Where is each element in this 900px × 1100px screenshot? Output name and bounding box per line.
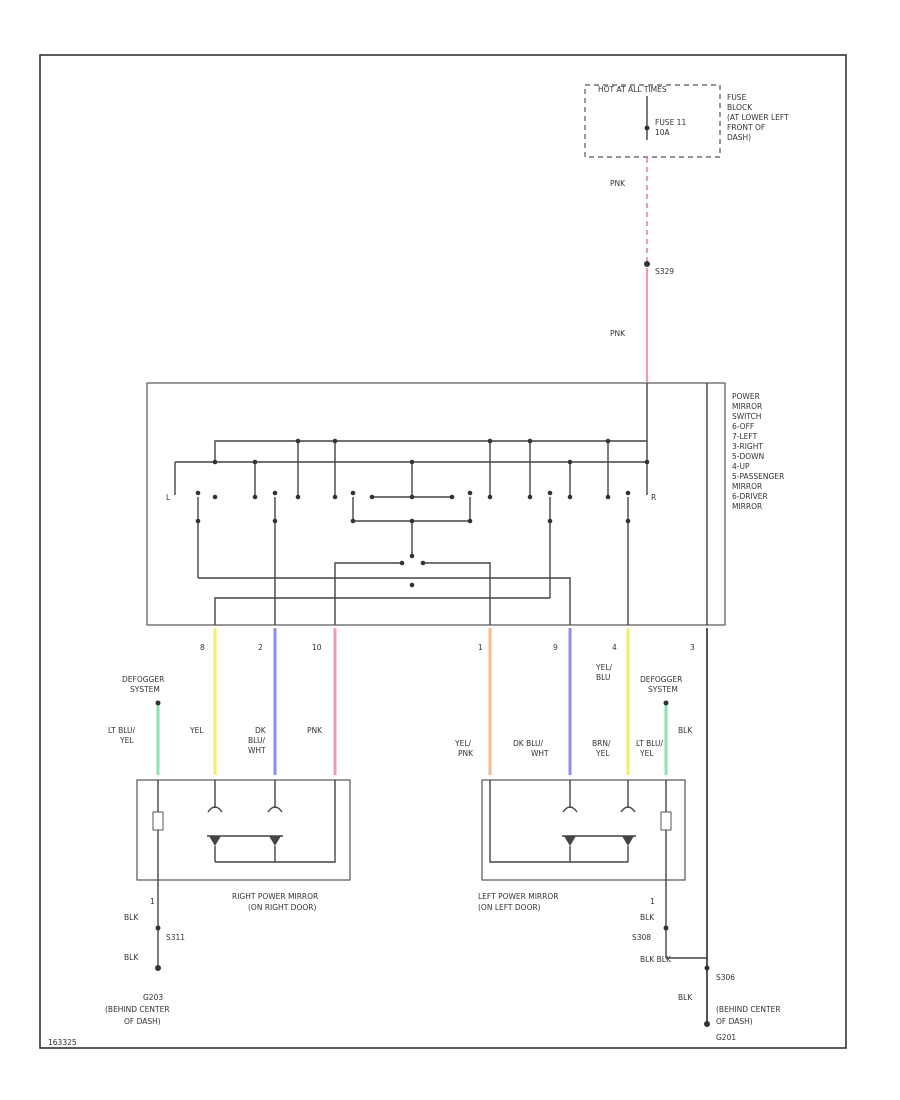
right-mirror-pin: 1	[150, 897, 155, 906]
left-brn-label-1: BRN/	[592, 739, 611, 748]
ground-g201-label: G201	[716, 1033, 736, 1042]
switch-right-letter: R	[651, 493, 656, 502]
left-blk-label: BLK	[678, 726, 693, 735]
left-defogger-dot	[663, 700, 669, 706]
right-mirror-name: RIGHT POWER MIRROR	[232, 892, 318, 901]
right-dkblu-label-3: WHT	[248, 746, 266, 755]
fuse-block-label-3: (AT LOWER LEFT	[727, 113, 789, 122]
switch-label-line: 6-DRIVER	[732, 492, 768, 501]
left-mirror-internals	[489, 780, 672, 880]
right-dkblu-label-2: BLU/	[248, 736, 265, 745]
left-yelpnk-label-2: PNK	[458, 749, 474, 758]
splice-s306-dot	[704, 965, 710, 971]
left-ltblu-label-1: LT BLU/	[636, 739, 664, 748]
splice-s311-label: S311	[166, 933, 185, 942]
left-blk-label-3: BLK	[678, 993, 693, 1002]
splice-s329-dot	[644, 261, 650, 267]
switch-label-line: 7-LEFT	[732, 432, 758, 441]
switch-label-line: 3-RIGHT	[732, 442, 763, 451]
fuse-block-label-1: FUSE	[727, 93, 747, 102]
switch-label-line: 4-UP	[732, 462, 750, 471]
right-dkblu-label-1: DK	[255, 726, 267, 735]
right-pnk-label: PNK	[307, 726, 323, 735]
ground-g203-location-1: (BEHIND CENTER	[105, 1005, 170, 1014]
left-defogger-label-1: DEFOGGER	[640, 675, 682, 684]
ground-g203-location-2: OF DASH)	[124, 1017, 161, 1026]
right-mirror-box	[136, 779, 351, 881]
ground-g203-dot	[155, 965, 161, 971]
switch-internal-wiring	[174, 383, 708, 625]
switch-label-line: MIRROR	[732, 502, 762, 511]
left-blk-label-1: BLK	[640, 913, 655, 922]
fuse-terminal	[644, 125, 650, 131]
fuse-block-label-5: DASH)	[727, 133, 751, 142]
switch-left-letter: L	[166, 493, 171, 502]
left-dkblu-label-1: DK BLU/	[513, 739, 544, 748]
left-mirror-box	[481, 779, 686, 881]
pin-label: 1	[478, 643, 483, 652]
right-blk-label-2: BLK	[124, 953, 139, 962]
splice-s311-dot	[155, 925, 161, 931]
left-defogger-label-2: SYSTEM	[648, 685, 678, 694]
pin-label: 8	[200, 643, 205, 652]
left-mirror-location: (ON LEFT DOOR)	[478, 903, 541, 912]
fuse-block-outline	[584, 84, 721, 158]
right-defogger-label-1: DEFOGGER	[122, 675, 164, 684]
fuse-number-label: FUSE 11	[655, 118, 686, 127]
right-defogger-label-2: SYSTEM	[130, 685, 160, 694]
fuse-rating-label: 10A	[655, 128, 671, 137]
fuse-block-label-2: BLOCK	[727, 103, 753, 112]
right-defogger-dot	[155, 700, 161, 706]
right-blk-label-1: BLK	[124, 913, 139, 922]
switch-label-line: MIRROR	[732, 402, 762, 411]
switch-label-line: 6-OFF	[732, 422, 754, 431]
right-mirror-location: (ON RIGHT DOOR)	[248, 903, 316, 912]
ground-g201-location-1: (BEHIND CENTER	[716, 1005, 781, 1014]
right-ltblu-label-2: YEL	[119, 736, 134, 745]
splice-s308-label: S308	[632, 933, 651, 942]
left-mirror-name: LEFT POWER MIRROR	[478, 892, 558, 901]
left-yelblu-label-1: YEL/	[595, 663, 612, 672]
power-mirror-switch-box	[146, 382, 726, 626]
left-yelblu-label-2: BLU	[596, 673, 610, 682]
switch-label-line: SWITCH	[732, 412, 761, 421]
left-ltblu-label-2: YEL	[639, 749, 654, 758]
diagram-frame	[39, 54, 847, 1049]
splice-s308-dot	[663, 925, 669, 931]
pin-label: 9	[553, 643, 558, 652]
right-ltblu-label-1: LT BLU/	[108, 726, 136, 735]
pnk-wire-label-2: PNK	[610, 329, 626, 338]
left-brn-label-2: YEL	[595, 749, 610, 758]
figure-id: 163325	[48, 1038, 77, 1047]
right-yel-label: YEL	[189, 726, 204, 735]
ground-g201-dot	[704, 1021, 710, 1027]
switch-label-line: MIRROR	[732, 482, 762, 491]
pin-label: 3	[690, 643, 695, 652]
fuse-block-label-4: FRONT OF	[727, 123, 765, 132]
fuse-hot-label: HOT AT ALL TIMES	[598, 85, 667, 94]
pin-label: 4	[612, 643, 617, 652]
left-yelpnk-label-1: YEL/	[454, 739, 471, 748]
splice-s306-label: S306	[716, 973, 735, 982]
right-mirror-internals	[152, 780, 336, 880]
ground-g203-label: G203	[143, 993, 163, 1002]
pin-label: 10	[312, 643, 322, 652]
switch-label-block: POWER MIRROR SWITCH 6-OFF 7-LEFT 3-RIGHT…	[732, 392, 784, 511]
left-dkblu-label-2: WHT	[531, 749, 549, 758]
switch-label-line: POWER	[732, 392, 760, 401]
left-blkblk-label: BLK BLK	[640, 955, 672, 964]
switch-label-line: 5-PASSENGER	[732, 472, 784, 481]
switch-label-line: 5-DOWN	[732, 452, 764, 461]
left-mirror-pin: 1	[650, 897, 655, 906]
pin-label: 2	[258, 643, 263, 652]
pnk-wire-label-1: PNK	[610, 179, 626, 188]
switch-contact-dots	[195, 438, 650, 588]
splice-s329-label: S329	[655, 267, 674, 276]
ground-g201-location-2: OF DASH)	[716, 1017, 753, 1026]
